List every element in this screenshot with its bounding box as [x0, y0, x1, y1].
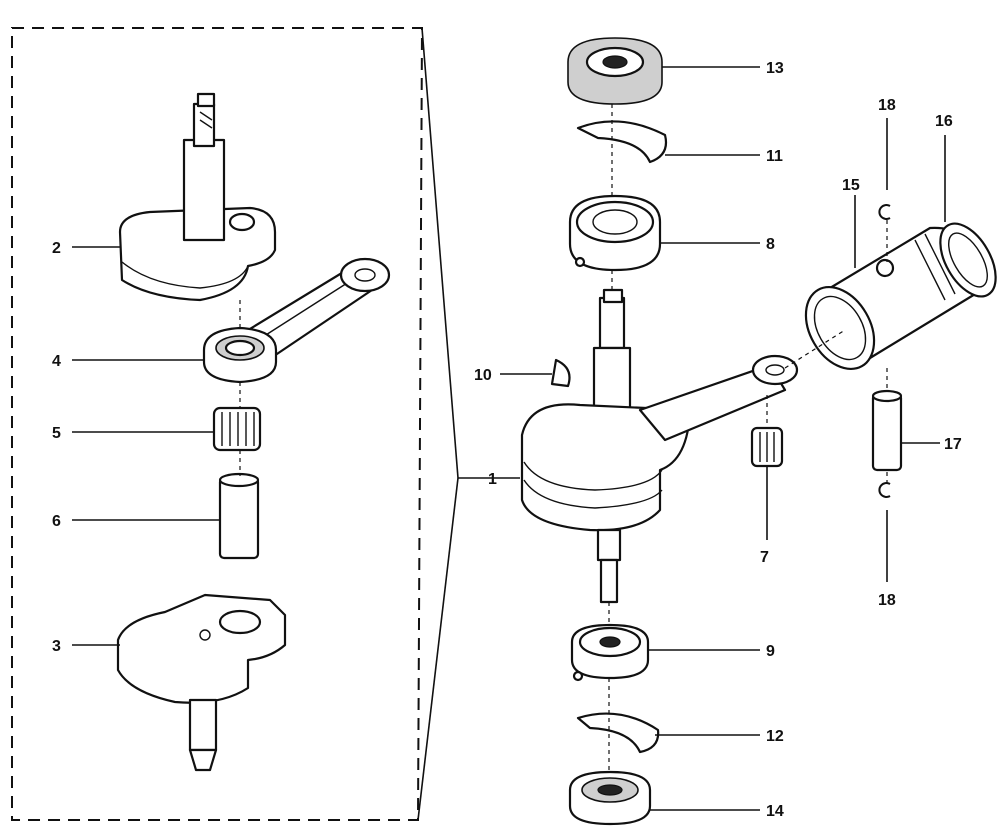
- callout-9: 9: [766, 643, 775, 660]
- callout-6: 6: [52, 513, 61, 530]
- callout-15: 15: [842, 177, 860, 194]
- circlip-lower: [878, 482, 891, 498]
- subassembly-frame: [11, 27, 520, 821]
- callout-14: 14: [766, 803, 784, 820]
- callout-7: 7: [760, 549, 769, 566]
- callout-4: 4: [52, 353, 61, 370]
- callout-10: 10: [474, 367, 492, 384]
- oil-seal-upper: [567, 37, 663, 105]
- crank-half-upper: [118, 92, 277, 302]
- callout-18-top: 18: [878, 97, 896, 114]
- piston: [804, 222, 997, 371]
- callout-1: 1: [488, 471, 497, 488]
- circlip-upper: [878, 204, 891, 220]
- oil-seal-lower: [568, 770, 652, 826]
- callout-18-bottom: 18: [878, 592, 896, 609]
- retaining-ring-lower: [576, 712, 660, 754]
- woodruff-key: [550, 358, 571, 388]
- piston-pin: [871, 389, 903, 472]
- callout-11: 11: [766, 148, 783, 165]
- callout-16: 16: [935, 113, 953, 130]
- callout-5: 5: [52, 425, 61, 442]
- connecting-rod-left: [202, 257, 391, 384]
- retaining-ring-upper: [576, 120, 668, 164]
- callout-labels: 1 2 3 4 5 6 7 8 9 10 11 12 13 14 15 16 1…: [52, 60, 962, 820]
- callout-13: 13: [766, 60, 784, 77]
- needle-bearing-right: [750, 426, 784, 468]
- needle-bearing-left: [212, 406, 262, 452]
- callout-8: 8: [766, 236, 775, 253]
- ball-bearing-lower: [570, 623, 650, 682]
- crank-pin: [218, 472, 260, 560]
- ball-bearing-upper: [568, 194, 662, 272]
- callout-3: 3: [52, 638, 61, 655]
- leader-lines: [72, 66, 946, 811]
- crankshaft-assembly: [520, 288, 799, 604]
- callout-2: 2: [52, 240, 61, 257]
- crank-half-lower: [116, 593, 287, 772]
- callout-12: 12: [766, 728, 784, 745]
- callout-17: 17: [944, 436, 962, 453]
